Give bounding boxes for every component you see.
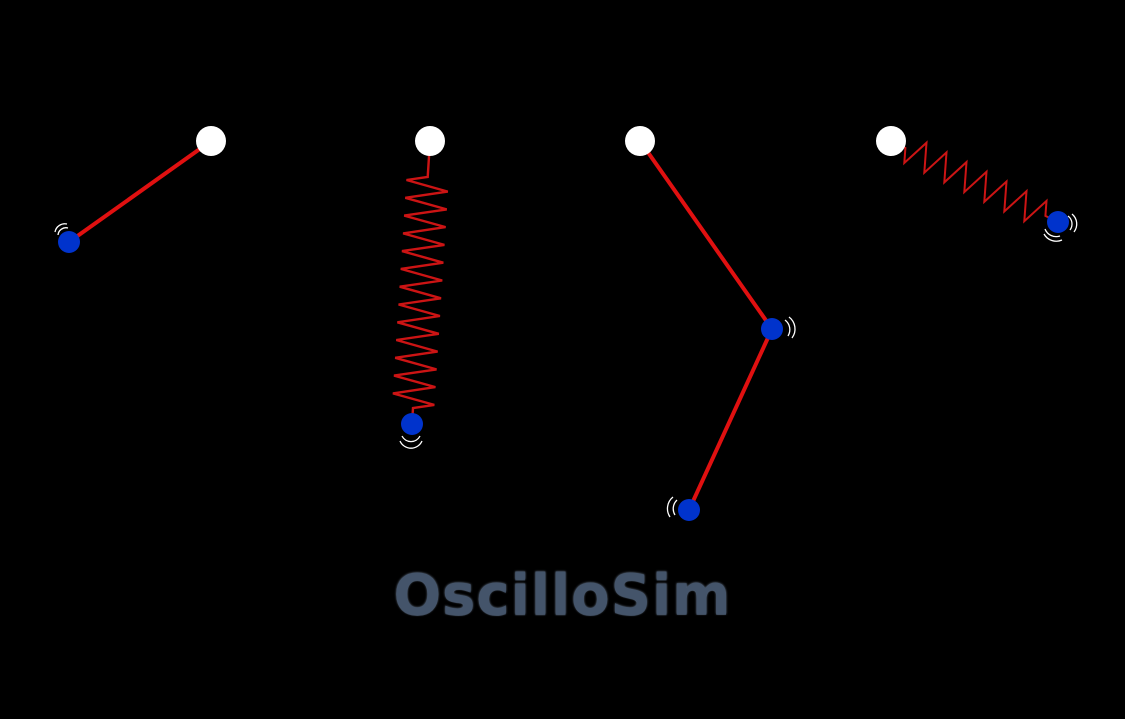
- pendulum-bob: [58, 231, 80, 253]
- pivot-anchor: [196, 126, 226, 156]
- spring-coil: [392, 140, 449, 425]
- vertical-spring-oscillator-icon: [392, 126, 449, 449]
- pivot-anchor: [625, 126, 655, 156]
- motion-marks-icon: [1043, 213, 1078, 242]
- upper-bob: [761, 318, 783, 340]
- motion-marks-icon: [784, 316, 796, 339]
- motion-marks-icon: [54, 223, 69, 236]
- spring-bob: [401, 413, 423, 435]
- lower-bob: [678, 499, 700, 521]
- pivot-anchor: [415, 126, 445, 156]
- double-pendulum-icon: [625, 126, 796, 521]
- spring-coil: [890, 140, 1059, 224]
- upper-rod: [638, 139, 774, 331]
- spring-pendulum-icon: [876, 126, 1078, 242]
- app-title: OscilloSim: [393, 563, 732, 628]
- motion-marks-icon: [399, 435, 423, 449]
- pendulum-rod: [67, 139, 213, 244]
- lower-rod: [687, 327, 774, 512]
- spring-bob: [1047, 211, 1069, 233]
- pivot-anchor: [876, 126, 906, 156]
- motion-marks-icon: [666, 496, 678, 518]
- simple-pendulum-icon: [54, 126, 226, 253]
